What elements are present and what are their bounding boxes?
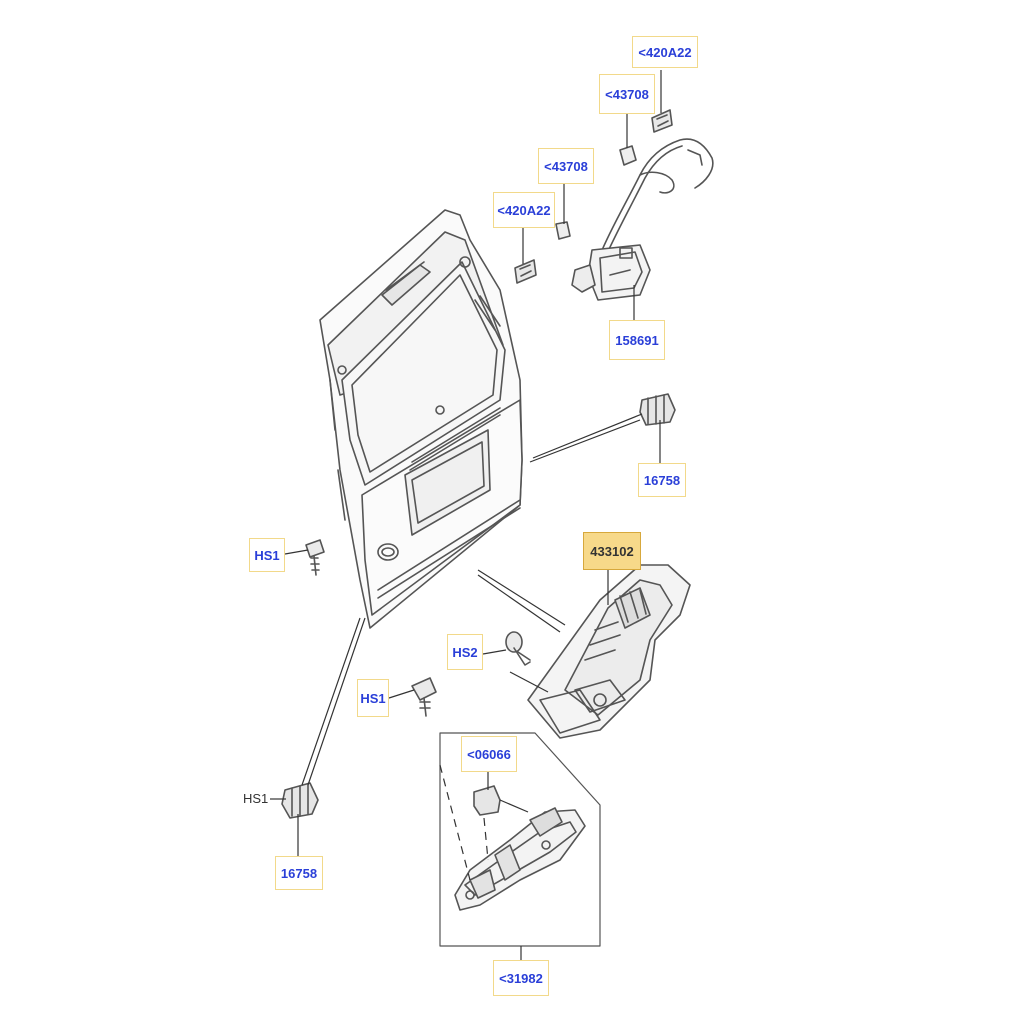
callout-158691[interactable]: 158691 bbox=[609, 320, 665, 360]
clip-43708-top bbox=[619, 145, 637, 166]
fitment-line-2 bbox=[532, 413, 643, 459]
screw-hs1-left bbox=[305, 539, 325, 576]
callout-43708-top[interactable]: <43708 bbox=[599, 74, 655, 114]
fitment-line-6 bbox=[301, 617, 361, 786]
callout-16758-right[interactable]: 16758 bbox=[638, 463, 686, 497]
callout-16758-bottom[interactable]: 16758 bbox=[275, 856, 323, 890]
screw-hs2 bbox=[505, 631, 531, 666]
clip-43708-mid bbox=[555, 221, 571, 240]
screw-hs1-mid bbox=[411, 677, 437, 717]
callout-hs1-left[interactable]: HS1 bbox=[249, 538, 285, 572]
leader-lines bbox=[270, 70, 662, 960]
leader-hs1-mid bbox=[388, 689, 415, 699]
callout-06066[interactable]: <06066 bbox=[461, 736, 517, 772]
fitment-line-10 bbox=[483, 817, 489, 861]
release-handle-inset bbox=[439, 732, 601, 947]
fitment-line-1 bbox=[529, 419, 641, 463]
callout-420a22-top[interactable]: <420A22 bbox=[632, 36, 698, 68]
leader-hs2 bbox=[482, 649, 507, 655]
callout-31982[interactable]: <31982 bbox=[493, 960, 549, 996]
fitment-line-3 bbox=[477, 569, 566, 626]
label-hs1-bottom: HS1 bbox=[243, 791, 269, 806]
callout-hs2[interactable]: HS2 bbox=[447, 634, 483, 670]
leader-hs1-left bbox=[284, 549, 309, 555]
fitment-line-9 bbox=[439, 764, 471, 881]
callout-420a22-mid[interactable]: <420A22 bbox=[493, 192, 555, 228]
fitment-line-7 bbox=[509, 671, 549, 693]
bracket-420a22-mid bbox=[514, 259, 537, 284]
fitment-line-4 bbox=[477, 574, 561, 633]
bracket-420a22-top bbox=[651, 109, 673, 133]
callout-43708-mid[interactable]: <43708 bbox=[538, 148, 594, 184]
tailgate-panel bbox=[319, 209, 523, 629]
bump-stop-right bbox=[639, 393, 676, 426]
bump-stop-bottom bbox=[281, 782, 319, 819]
callout-433102-selected[interactable]: 433102 bbox=[583, 532, 641, 570]
fitment-line-8 bbox=[499, 799, 529, 813]
callout-hs1-mid[interactable]: HS1 bbox=[357, 679, 389, 717]
fitment-line-5 bbox=[307, 617, 366, 786]
latch-assembly bbox=[527, 564, 691, 739]
